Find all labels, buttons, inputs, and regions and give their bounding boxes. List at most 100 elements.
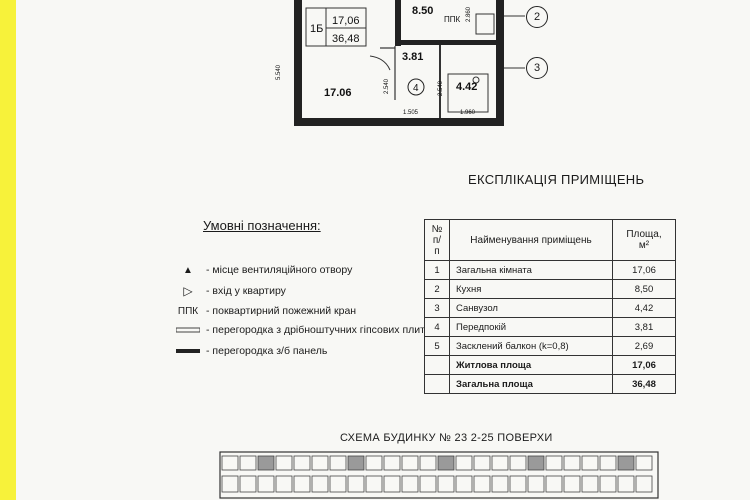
scheme-cell bbox=[635, 475, 653, 493]
plan-bath-area: 4.42 bbox=[456, 81, 477, 93]
explication-title: ЕКСПЛІКАЦІЯ ПРИМІЩЕНЬ bbox=[468, 172, 645, 187]
header-name: Найменування приміщень bbox=[449, 219, 613, 261]
row-area: 3,81 bbox=[612, 317, 676, 337]
concrete-partition-icon bbox=[174, 346, 202, 357]
legend-title: Умовні позначення: bbox=[203, 218, 321, 233]
scheme-cell bbox=[545, 475, 563, 493]
plan-wall-right bbox=[496, 0, 504, 126]
table-row: 2 Кухня 8,50 bbox=[424, 279, 676, 299]
total-no-empty bbox=[424, 374, 450, 394]
scheme-cell bbox=[383, 455, 401, 471]
total-overall-area: 36,48 bbox=[612, 374, 676, 394]
vent-triangle-icon: ▲ bbox=[183, 264, 193, 276]
scheme-cell bbox=[563, 475, 581, 493]
row-name: Загальна кімната bbox=[449, 260, 613, 280]
plan-door-arc bbox=[369, 55, 391, 71]
legend-symbol-ppk: ППК bbox=[177, 305, 199, 317]
scheme-cell bbox=[617, 475, 635, 493]
scheme-cell bbox=[365, 475, 383, 493]
scheme-cell bbox=[599, 455, 617, 471]
plan-total-area: 36,48 bbox=[332, 33, 360, 45]
plan-hall-marker bbox=[407, 78, 425, 96]
plan-dim-bath: 2.540 bbox=[438, 80, 444, 96]
scheme-cell bbox=[239, 455, 257, 471]
plan-wall-kitchen bbox=[401, 40, 501, 45]
row-no: 4 bbox=[424, 317, 450, 337]
yellow-margin-strip bbox=[0, 0, 16, 500]
legend-text-concrete: - перегородка з/б панель bbox=[206, 345, 328, 357]
row-name: Передпокій bbox=[449, 317, 613, 337]
scheme-cell bbox=[617, 455, 635, 471]
scheme-cell bbox=[401, 455, 419, 471]
plan-dim-left: 5.540 bbox=[276, 64, 282, 80]
table-row: 4 Передпокій 3,81 bbox=[424, 317, 676, 337]
scheme-cell bbox=[347, 475, 365, 493]
plan-label-box bbox=[305, 7, 367, 47]
scheme-cell bbox=[311, 475, 329, 493]
scheme-cell bbox=[473, 455, 491, 471]
legend-row-entry: ▷ - вхід у квартиру bbox=[174, 284, 286, 298]
plan-dim-kitchen: 2.860 bbox=[466, 6, 472, 22]
total-overall-label: Загальна площа bbox=[449, 374, 613, 394]
gypsum-partition-icon bbox=[174, 325, 202, 336]
plan-hall-area: 3.81 bbox=[402, 51, 423, 63]
scheme-cell bbox=[275, 455, 293, 471]
scheme-cell bbox=[401, 475, 419, 493]
floor-plan: 1Б 17,06 36,48 17.06 8.50 3.81 4.42 ППК … bbox=[276, 0, 525, 126]
row-no: 3 bbox=[424, 298, 450, 318]
plan-sink bbox=[472, 76, 480, 84]
scheme-cell bbox=[275, 475, 293, 493]
scheme-cell bbox=[491, 455, 509, 471]
legend-row-vent: ▲ - місце вентиляційного отвору bbox=[174, 264, 352, 276]
scheme-cell bbox=[347, 455, 365, 471]
scheme-outline bbox=[219, 451, 659, 499]
plan-wall-inner bbox=[395, 0, 401, 46]
scheme-cell bbox=[581, 475, 599, 493]
header-area: Площа, м² bbox=[612, 219, 676, 261]
scheme-cell bbox=[293, 475, 311, 493]
callout-2: 2 bbox=[526, 6, 548, 28]
table-row: 1 Загальна кімната 17,06 bbox=[424, 260, 676, 280]
legend-text-ppk: - поквартирний пожежний кран bbox=[206, 305, 357, 317]
total-living-area: 17,06 bbox=[612, 355, 676, 375]
scheme-cell bbox=[491, 475, 509, 493]
entry-triangle-icon: ▷ bbox=[183, 284, 193, 298]
row-area: 4,42 bbox=[612, 298, 676, 318]
scheme-title: СХЕМА БУДИНКУ № 23 2-25 ПОВЕРХИ bbox=[340, 432, 553, 444]
table-total-row: Загальна площа 36,48 bbox=[424, 374, 676, 394]
row-area: 17,06 bbox=[612, 260, 676, 280]
explication-header-row: № п/п Найменування приміщень Площа, м² bbox=[424, 219, 676, 261]
legend-row-ppk: ППК - поквартирний пожежний кран bbox=[174, 305, 356, 317]
table-row: 5 Засклений балкон (k=0,8) 2,69 bbox=[424, 336, 676, 356]
table-total-row: Житлова площа 17,06 bbox=[424, 355, 676, 375]
row-area: 8,50 bbox=[612, 279, 676, 299]
scheme-cell bbox=[455, 475, 473, 493]
table-row: 3 Санвузол 4,42 bbox=[424, 298, 676, 318]
scheme-cell bbox=[635, 455, 653, 471]
legend-text-entry: - вхід у квартиру bbox=[206, 285, 286, 297]
plan-wall-left bbox=[294, 0, 302, 126]
scheme-cell bbox=[419, 455, 437, 471]
plan-wall-bottom bbox=[294, 118, 504, 126]
total-no-empty bbox=[424, 355, 450, 375]
scheme-cell bbox=[473, 475, 491, 493]
legend-row-gypsum: - перегородка з дрібноштучних гіпсових п… bbox=[174, 324, 425, 336]
plan-dim-bath-width: 1.960 bbox=[460, 110, 476, 116]
scheme-cell bbox=[581, 455, 599, 471]
scheme-cell bbox=[455, 455, 473, 471]
plan-ppk-label: ППК bbox=[444, 15, 461, 24]
plan-kitchen-area: 8.50 bbox=[412, 5, 433, 17]
callout-3: 3 bbox=[526, 57, 548, 79]
legend-row-concrete: - перегородка з/б панель bbox=[174, 345, 327, 357]
row-no: 5 bbox=[424, 336, 450, 356]
plan-bathtub bbox=[447, 73, 489, 113]
plan-apt-type: 1Б bbox=[310, 23, 323, 35]
row-no: 2 bbox=[424, 279, 450, 299]
scheme-cell bbox=[257, 475, 275, 493]
scheme-cell bbox=[437, 475, 455, 493]
header-no: № п/п bbox=[424, 219, 450, 261]
scheme-cell bbox=[599, 475, 617, 493]
scheme-cell bbox=[419, 475, 437, 493]
scheme-cell bbox=[221, 475, 239, 493]
row-no: 1 bbox=[424, 260, 450, 280]
